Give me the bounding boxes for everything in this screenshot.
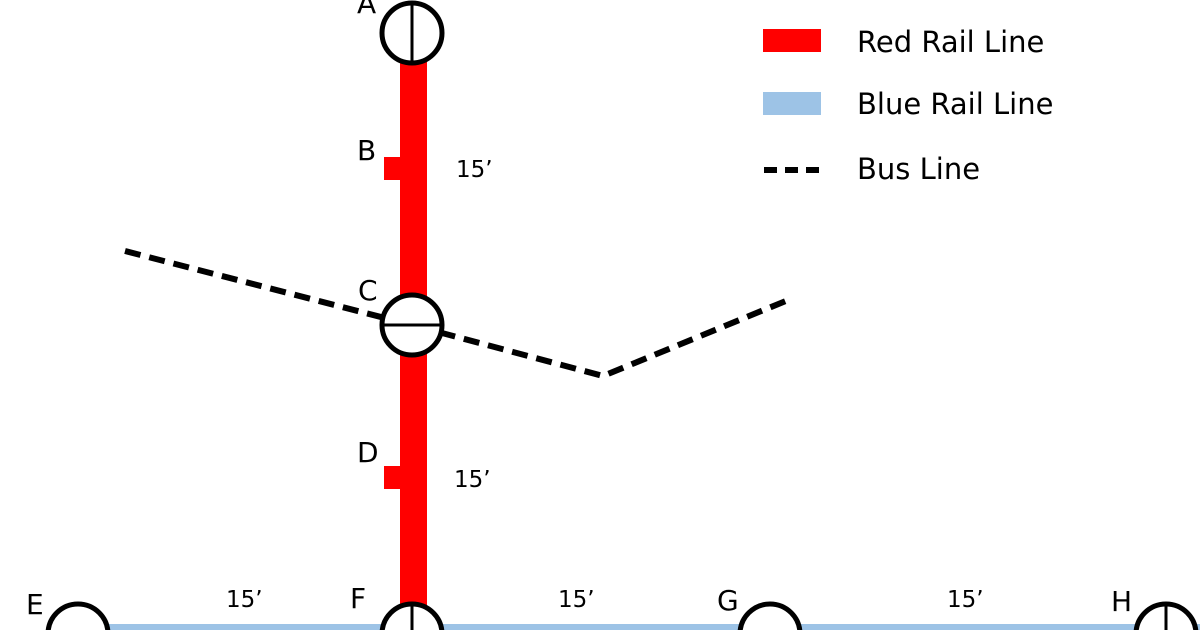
station-f[interactable]	[379, 601, 445, 630]
legend-item-red-rail: Red Rail Line	[763, 25, 1044, 59]
station-d-marker[interactable]	[384, 466, 427, 489]
station-f-label: F	[350, 582, 366, 615]
station-g-label: G	[717, 584, 739, 617]
legend-label-red-rail: Red Rail Line	[857, 25, 1044, 59]
blue-rail-line	[78, 624, 1200, 630]
legend-item-bus: Bus Line	[764, 152, 980, 186]
station-h[interactable]	[1133, 601, 1199, 630]
travel-time-g-h: 15’	[947, 587, 984, 613]
legend-item-blue-rail: Blue Rail Line	[763, 87, 1053, 121]
legend-label-blue-rail: Blue Rail Line	[857, 87, 1053, 121]
station-a-label: A	[357, 0, 376, 20]
blue-rail-swatch	[763, 92, 821, 115]
station-c-label: C	[358, 274, 378, 307]
legend-label-bus: Bus Line	[857, 152, 980, 186]
travel-time-b: 15’	[456, 157, 493, 183]
station-e[interactable]	[45, 601, 111, 630]
station-g[interactable]	[737, 601, 803, 630]
legend: Red Rail Line Blue Rail Line Bus Line	[763, 25, 1053, 186]
station-e-label: E	[26, 588, 44, 621]
station-c[interactable]	[379, 292, 445, 358]
station-d-label: D	[357, 436, 379, 469]
red-rail-swatch	[763, 29, 821, 52]
station-a[interactable]	[379, 0, 445, 66]
station-b-label: B	[357, 134, 376, 167]
station-b-marker[interactable]	[384, 157, 427, 180]
travel-time-d: 15’	[454, 467, 491, 493]
bus-line	[124, 248, 795, 380]
travel-time-f-g: 15’	[558, 587, 595, 613]
station-h-label: H	[1111, 585, 1132, 618]
travel-time-e-f: 15’	[226, 587, 263, 613]
